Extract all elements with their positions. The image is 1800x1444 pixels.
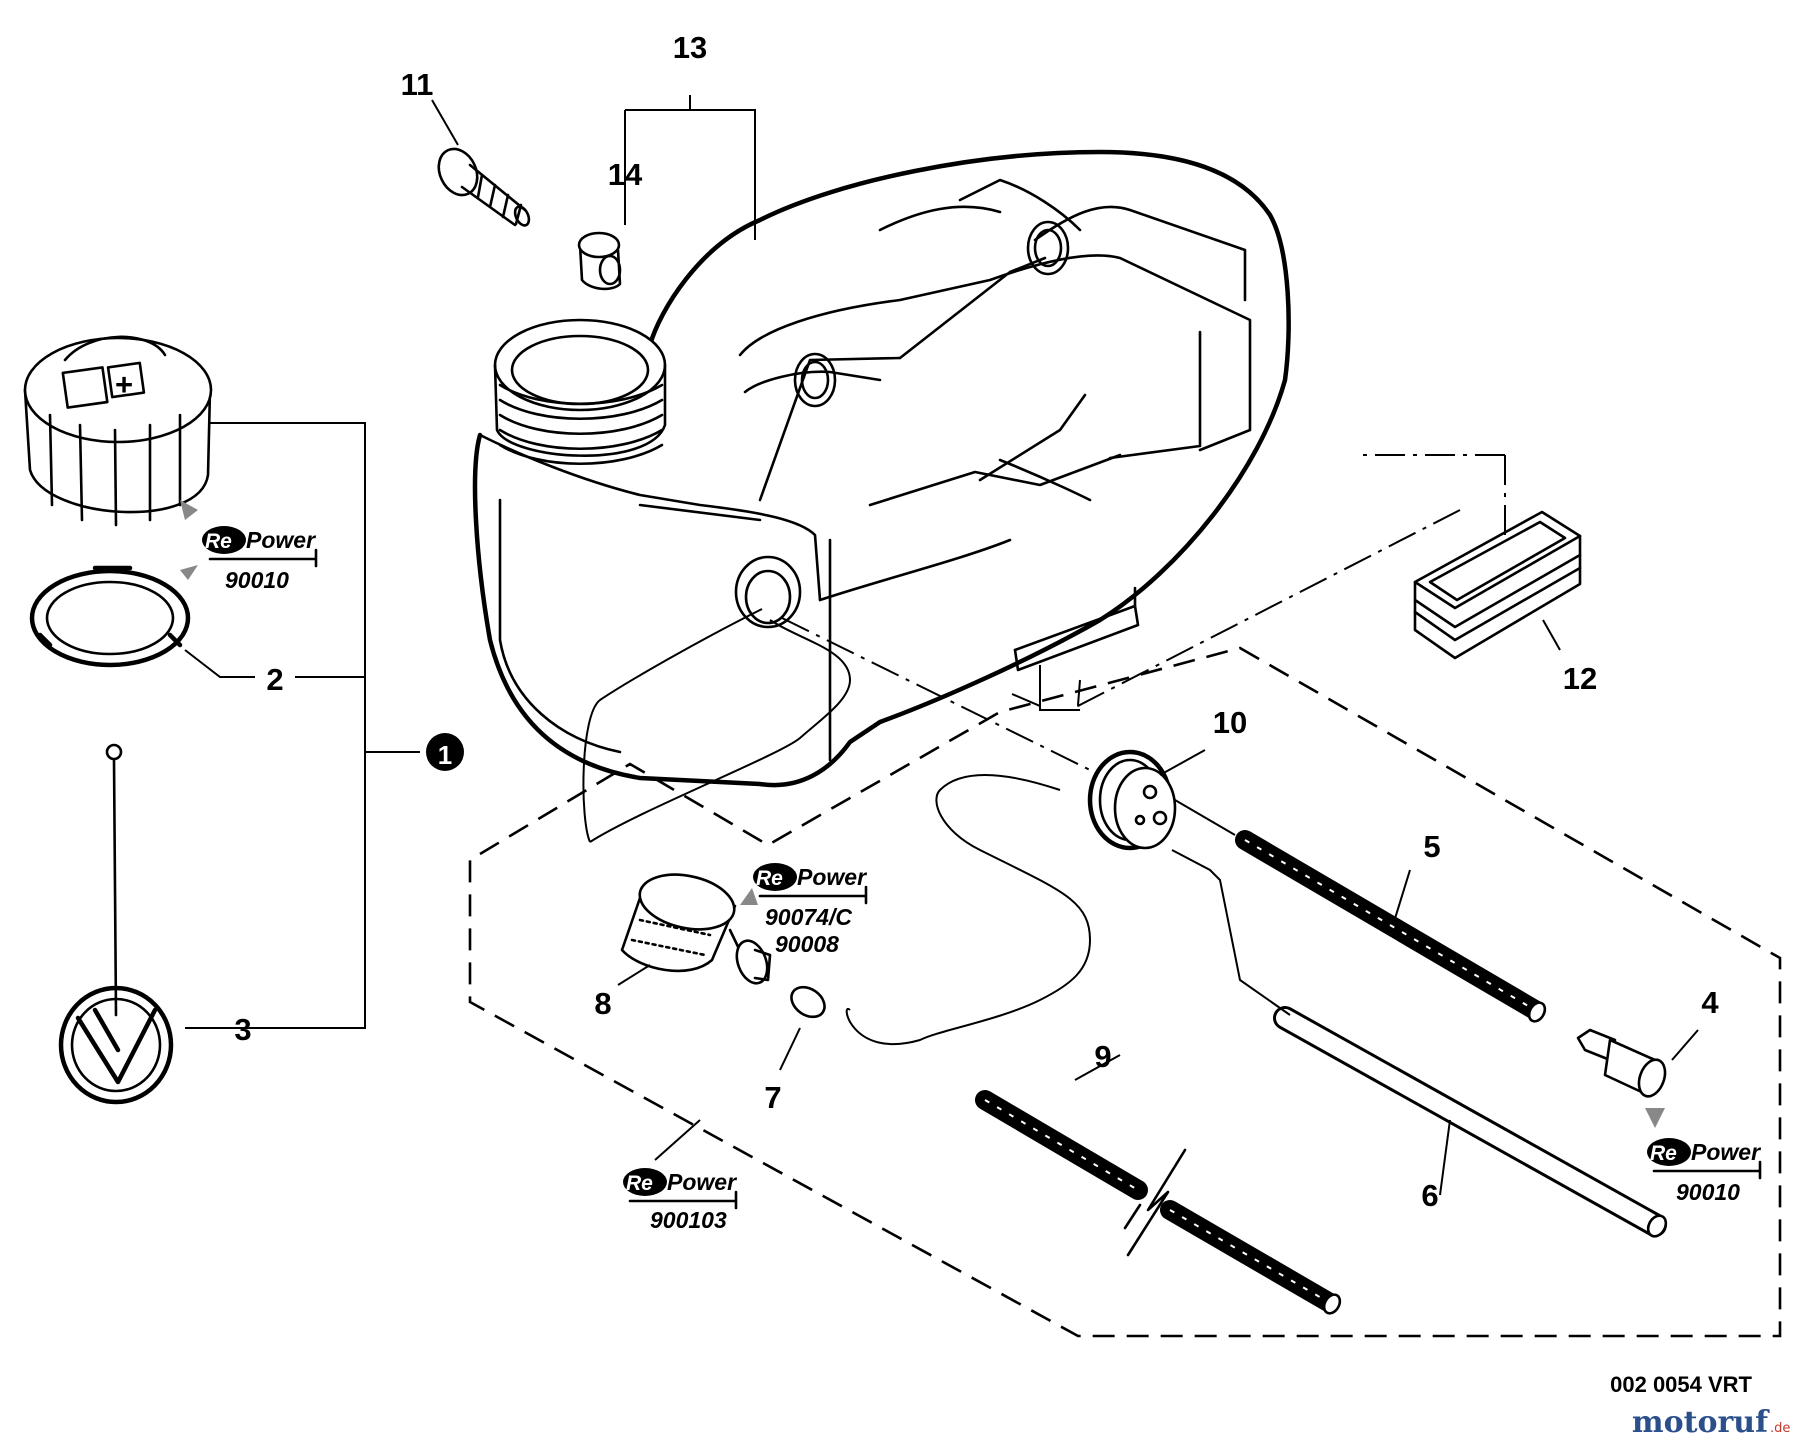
part-1-tank-cap: + [23, 335, 213, 527]
callout-1: 1 [438, 740, 452, 770]
repower-badge-kit: Re Power 900103 [623, 1168, 738, 1233]
callout-11: 11 [401, 67, 434, 102]
part-11-screw [437, 147, 531, 227]
kit-dashed-outline [468, 646, 1782, 1338]
callout-7: 7 [764, 1080, 781, 1115]
callout-10: 10 [1213, 705, 1247, 740]
repower-badge-cap: Re Power 90010 [202, 526, 318, 593]
part-14-bushing [577, 231, 622, 291]
callout-6: 6 [1421, 1178, 1438, 1213]
pointer-arrow-icon [180, 500, 198, 520]
svg-text:90010: 90010 [1676, 1179, 1740, 1205]
pointer-arrow-icon [180, 565, 198, 580]
drawing-code: 002 0054 VRT [1610, 1372, 1752, 1397]
callout-1-badge [426, 733, 464, 771]
svg-text:Power: Power [246, 527, 316, 553]
part-6-fuel-line [1273, 1006, 1668, 1238]
part-9-fuel-line [975, 1090, 1342, 1315]
callout-9: 9 [1094, 1039, 1111, 1074]
cap-plus-symbol: + [115, 367, 133, 402]
part-10-grommet [1087, 749, 1177, 851]
svg-text:Power: Power [667, 1169, 737, 1195]
fuel-tank [472, 149, 1291, 788]
callout-4: 4 [1701, 985, 1719, 1020]
callout-8: 8 [594, 986, 611, 1021]
svg-text:motoruf: motoruf [1632, 1405, 1770, 1440]
svg-text:Power: Power [797, 864, 867, 890]
part-3-vent-valve [58, 743, 174, 1105]
svg-text:Re: Re [205, 530, 232, 553]
svg-text:900103: 900103 [650, 1207, 727, 1233]
callout-13: 13 [673, 30, 707, 65]
pointer-arrow-icon [740, 888, 758, 905]
part-4-fitting [1576, 1028, 1667, 1098]
svg-text:90074/C: 90074/C [765, 904, 852, 930]
svg-text:Re: Re [756, 867, 783, 890]
repower-badge-filter: Re Power 90074/C 90008 [753, 863, 868, 957]
callout-14: 14 [608, 157, 643, 192]
brand-logo: motoruf .de [1632, 1405, 1791, 1440]
callout-3: 3 [234, 1012, 251, 1047]
callout-2: 2 [266, 662, 283, 697]
svg-text:90010: 90010 [225, 567, 289, 593]
svg-text:.de: .de [1770, 1421, 1790, 1436]
svg-text:Re: Re [1650, 1142, 1677, 1165]
svg-text:Re: Re [626, 1172, 653, 1195]
part-12-grommet [1413, 510, 1582, 660]
callout-5: 5 [1423, 829, 1440, 864]
svg-text:90008: 90008 [775, 931, 839, 957]
repower-badge-vent: Re Power 90010 [1647, 1138, 1762, 1205]
part-2-gasket [29, 565, 191, 668]
part-8-fuel-filter [620, 873, 772, 985]
part-5-fuel-line [1235, 830, 1547, 1023]
pointer-arrow-icon [1645, 1108, 1665, 1128]
callout-12: 12 [1563, 661, 1597, 696]
svg-text:Power: Power [1691, 1139, 1761, 1165]
part-7-o-ring [790, 985, 826, 1019]
